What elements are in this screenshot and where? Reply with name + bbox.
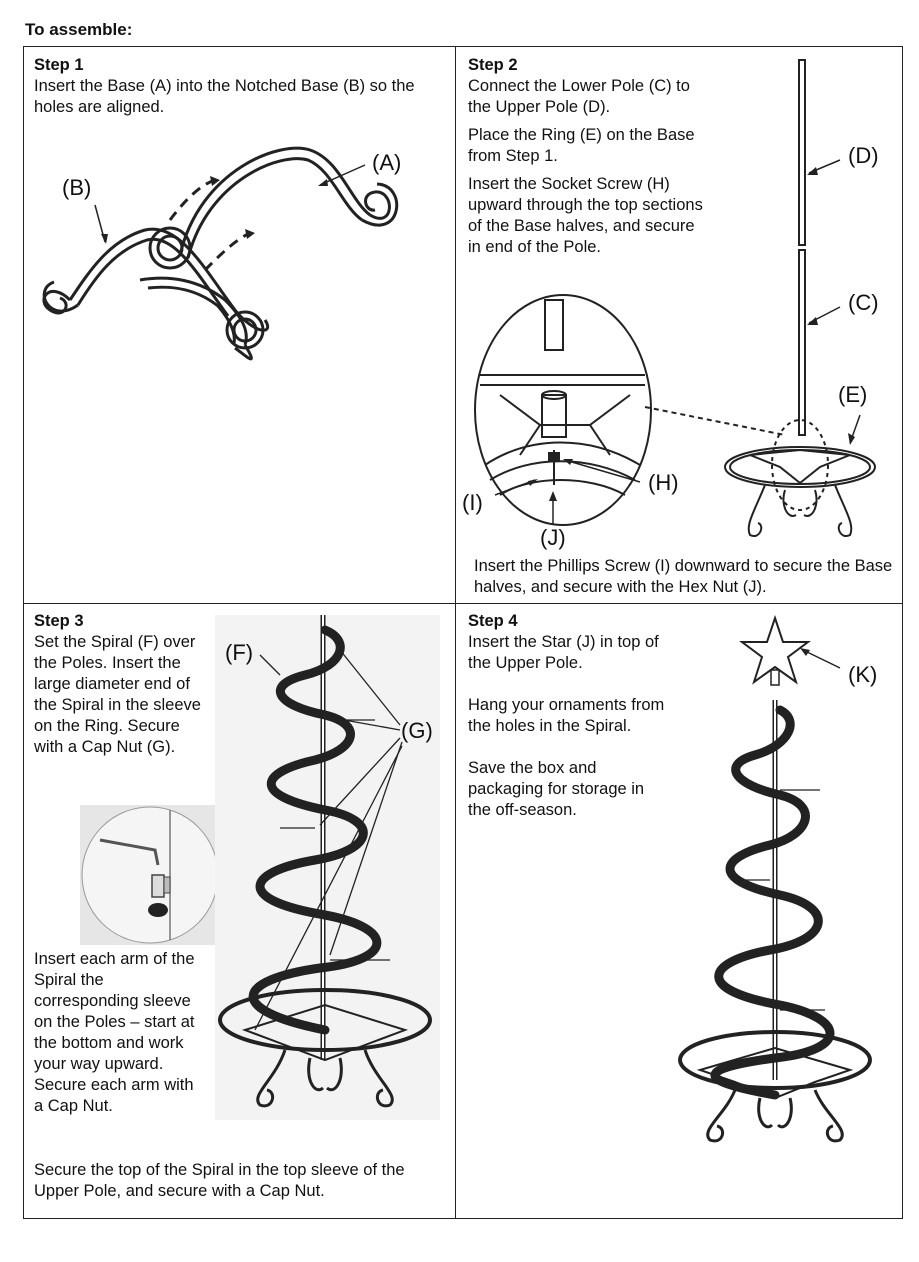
label-h: (H) [648, 470, 679, 495]
step3-middle-text: Insert each arm of the Spiral the corres… [34, 949, 204, 1117]
step3-bottom-text: Secure the top of the Spiral in the top … [34, 1160, 449, 1202]
step2-para-3: Insert the Socket Screw (H) upward throu… [468, 175, 703, 256]
step4-cell: Step 4 Insert the Star (J) in top of the… [468, 611, 668, 821]
cap-nut-detail-illustration [80, 805, 225, 945]
label-k: (K) [848, 662, 877, 687]
step3-cell: Step 3 Set the Spiral (F) over the Poles… [34, 611, 204, 758]
step3-para-2: Insert each arm of the Spiral the corres… [34, 950, 195, 1115]
step2-title: Step 2 [468, 56, 518, 74]
step4-para-3: Save the box and packaging for storage i… [468, 759, 645, 819]
step4-finished-tree-illustration: (K) [678, 614, 877, 1143]
label-j: (J) [540, 525, 566, 550]
step2-cell: Step 2 Connect the Lower Pole (C) to the… [468, 55, 708, 258]
step1-base-illustration: (A) (B) [42, 146, 401, 361]
step3-spiral-illustration: (F) (G) [215, 615, 440, 1120]
step2-para-1: Connect the Lower Pole (C) to the Upper … [468, 77, 690, 116]
label-e: (E) [838, 382, 867, 407]
label-f: (F) [225, 640, 253, 665]
step4-para-1: Insert the Star (J) in top of the Upper … [468, 633, 659, 672]
table-divider-vertical [455, 46, 456, 1219]
step4-title: Step 4 [468, 612, 518, 630]
step3-title: Step 3 [34, 612, 84, 630]
page-heading: To assemble: [25, 20, 133, 39]
step2-pole-illustration: (D) (C) (E) (H) (I) (J) [462, 59, 879, 550]
label-c: (C) [848, 290, 879, 315]
steps-table [23, 46, 903, 1219]
step2-para-2: Place the Ring (E) on the Base from Step… [468, 126, 695, 165]
step3-para-1: Set the Spiral (F) over the Poles. Inser… [34, 633, 201, 756]
step3-para-3: Secure the top of the Spiral in the top … [34, 1161, 405, 1200]
step2-para-4: Insert the Phillips Screw (I) downward t… [474, 557, 893, 596]
step2-bottom-text: Insert the Phillips Screw (I) downward t… [474, 556, 899, 598]
step1-title: Step 1 [34, 56, 84, 74]
table-divider-horizontal [23, 603, 903, 604]
label-b: (B) [62, 175, 91, 200]
step1-text: Insert the Base (A) into the Notched Bas… [34, 77, 415, 116]
step1-cell: Step 1 Insert the Base (A) into the Notc… [34, 55, 444, 118]
label-d: (D) [848, 143, 879, 168]
step4-para-2: Hang your ornaments from the holes in th… [468, 696, 665, 735]
label-i: (I) [462, 490, 483, 515]
label-g: (G) [401, 718, 433, 743]
label-a: (A) [372, 150, 401, 175]
